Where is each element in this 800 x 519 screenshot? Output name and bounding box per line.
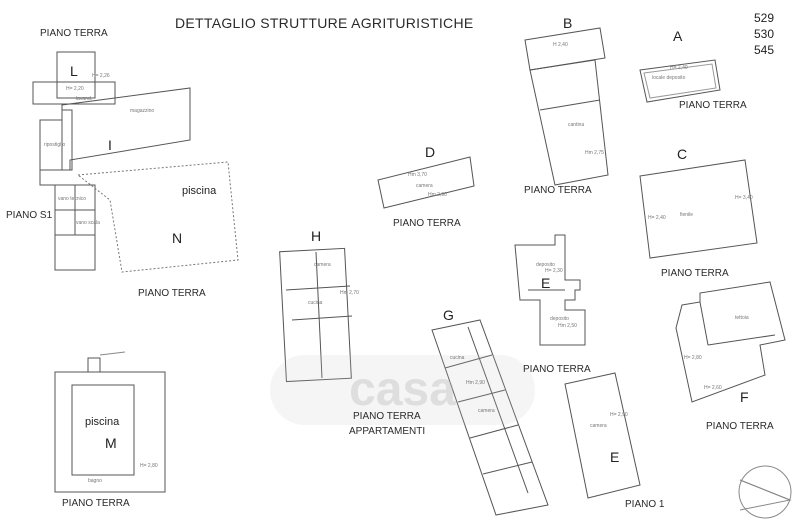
page-number: 545 bbox=[754, 43, 775, 57]
room-note: camera bbox=[314, 262, 331, 268]
north-arrow-icon bbox=[738, 465, 792, 519]
structure-letter-n: N bbox=[172, 230, 183, 246]
outline-l-annex bbox=[32, 81, 116, 105]
outline-c bbox=[639, 159, 758, 259]
floor-label: PIANO TERRA bbox=[40, 28, 108, 39]
room-note: Hm 2,75 bbox=[585, 150, 604, 156]
room-note: deposito bbox=[536, 262, 555, 268]
room-note: cucina bbox=[450, 355, 465, 361]
structure-letter-h: H bbox=[311, 228, 322, 244]
floor-label: PIANO S1 bbox=[6, 210, 53, 221]
outline-m-pool bbox=[71, 384, 135, 476]
room-note: H= 2,90 bbox=[610, 412, 628, 418]
room-note: Hm 2,50 bbox=[558, 323, 577, 329]
room-note: H= 3,40 bbox=[735, 195, 753, 201]
room-note: H= 2,80 bbox=[140, 463, 158, 469]
room-note: vano scala bbox=[76, 220, 100, 226]
room-note: camera bbox=[416, 183, 433, 189]
room-note: H= 2,40 bbox=[648, 215, 666, 221]
structure-letter-f: F bbox=[740, 389, 749, 405]
outline-a bbox=[639, 59, 721, 103]
outline-g bbox=[431, 319, 549, 516]
room-note: Hm 2,90 bbox=[428, 192, 447, 198]
structure-letter-a: A bbox=[673, 28, 683, 44]
room-note: camera bbox=[478, 408, 495, 414]
room-note: H 2,40 bbox=[553, 42, 568, 48]
room-note: H= 2,26 bbox=[92, 73, 110, 79]
pool-label-m: piscina bbox=[85, 416, 120, 428]
room-note: H= 2,20 bbox=[66, 86, 84, 92]
outline-n bbox=[76, 161, 239, 273]
structure-letter-c: C bbox=[677, 146, 688, 162]
outline-f bbox=[675, 281, 786, 403]
room-note: fienile bbox=[680, 212, 694, 218]
outline-b bbox=[524, 27, 606, 71]
floor-label: PIANO TERRA bbox=[393, 218, 461, 229]
room-note: Hm 2,70 bbox=[340, 290, 359, 296]
floor-label: PIANO TERRA bbox=[353, 411, 421, 422]
page-title: DETTAGLIO STRUTTURE AGRITURISTICHE bbox=[175, 15, 474, 31]
floor-label: PIANO TERRA bbox=[138, 288, 206, 299]
room-note: H= 2,60 bbox=[704, 385, 722, 391]
watermark: casa bbox=[270, 355, 535, 425]
floor-label: APPARTAMENTI bbox=[349, 426, 426, 437]
structure-letter-m: M bbox=[105, 435, 117, 451]
structure-letter-e-top: E bbox=[541, 275, 551, 291]
room-note: magazzino bbox=[130, 108, 155, 114]
outline-d bbox=[377, 156, 475, 209]
outline-m bbox=[54, 371, 166, 493]
structure-letter-d: D bbox=[425, 144, 436, 160]
structure-letter-b: B bbox=[563, 15, 573, 31]
room-note: Hm 2,90 bbox=[466, 380, 485, 386]
room-note: vano tecnico bbox=[58, 196, 87, 202]
floor-label: PIANO TERRA bbox=[62, 498, 130, 509]
room-note: H= 2,80 bbox=[684, 355, 702, 361]
room-note: ripostiglio bbox=[44, 142, 66, 148]
room-note: H= 2,40 bbox=[670, 65, 688, 71]
page-number: 529 bbox=[754, 11, 775, 25]
room-note: deposito bbox=[550, 316, 569, 322]
room-note: cantina bbox=[568, 122, 585, 128]
floor-label: PIANO 1 bbox=[625, 499, 665, 510]
floor-label: PIANO TERRA bbox=[679, 100, 747, 111]
room-note: camera bbox=[590, 423, 607, 429]
page-number-list: 529 530 545 bbox=[754, 10, 774, 58]
room-note: tettoia bbox=[735, 315, 749, 321]
outline-h bbox=[279, 247, 352, 383]
room-note: lavand. bbox=[76, 96, 93, 102]
structure-letter-g: G bbox=[443, 307, 454, 323]
outline-b-lower bbox=[529, 59, 609, 186]
outline-i-inner bbox=[61, 109, 73, 171]
structure-letter-i: I bbox=[108, 137, 112, 153]
outline-e-top bbox=[514, 234, 586, 346]
room-note: Hm 3,70 bbox=[408, 172, 427, 178]
pool-label-n: piscina bbox=[182, 185, 217, 197]
structure-letter-e-bottom: E bbox=[610, 449, 620, 465]
room-note: cucina bbox=[308, 300, 323, 306]
room-note: locale deposito bbox=[652, 75, 686, 81]
room-note: bagno bbox=[88, 478, 102, 484]
page-number: 530 bbox=[754, 27, 775, 41]
floor-label: PIANO TERRA bbox=[524, 185, 592, 196]
floor-label: PIANO TERRA bbox=[523, 364, 591, 375]
floor-label: PIANO TERRA bbox=[661, 268, 729, 279]
room-note: H= 2,30 bbox=[545, 268, 563, 274]
structure-letter-l: L bbox=[70, 63, 78, 79]
outline-e-bottom bbox=[564, 372, 641, 499]
outline-l bbox=[56, 51, 96, 99]
outline-m-step bbox=[87, 357, 101, 373]
floor-label: PIANO TERRA bbox=[706, 421, 774, 432]
